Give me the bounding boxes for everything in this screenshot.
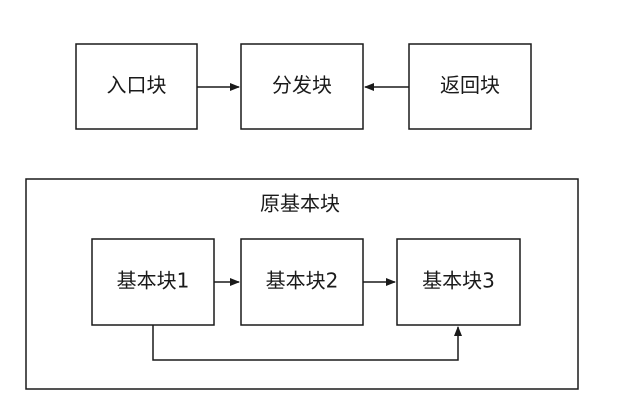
node-basic-block-3: 基本块3 xyxy=(396,238,521,326)
container-original-label: 原基本块 xyxy=(260,192,340,216)
node-dispatch-block: 分发块 xyxy=(240,43,364,130)
node-entry-label: 入口块 xyxy=(107,73,167,97)
node-basic-block-2: 基本块2 xyxy=(240,238,364,326)
node-basic-block-1-label: 基本块1 xyxy=(117,269,190,293)
node-basic-block-3-label: 基本块3 xyxy=(422,269,495,293)
node-return-block: 返回块 xyxy=(408,43,532,130)
node-basic-block-1: 基本块1 xyxy=(91,238,215,326)
edge-bb1-to-bb3 xyxy=(152,325,462,361)
node-dispatch-label: 分发块 xyxy=(272,73,332,97)
node-return-label: 返回块 xyxy=(440,73,500,97)
node-basic-block-2-label: 基本块2 xyxy=(266,269,339,293)
node-entry-block: 入口块 xyxy=(75,43,198,130)
